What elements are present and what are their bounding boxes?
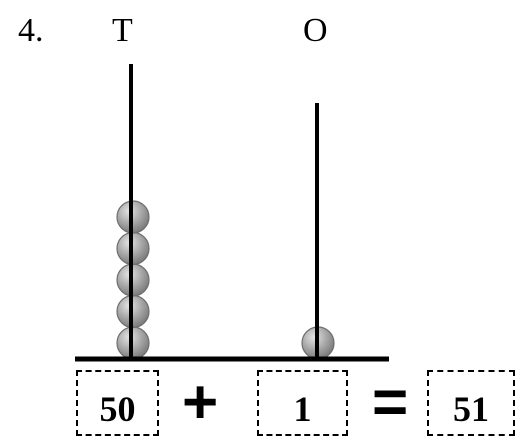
tens-value-box: 50 [76,370,159,436]
sum-value-box: 51 [427,370,515,436]
tens-label: T [112,12,133,49]
ones-value-box: 1 [257,370,348,436]
plus-sign: + [182,368,219,437]
equals-sign: = [372,368,409,437]
problem-number: 4. [18,12,44,49]
ones-label: O [303,12,328,49]
